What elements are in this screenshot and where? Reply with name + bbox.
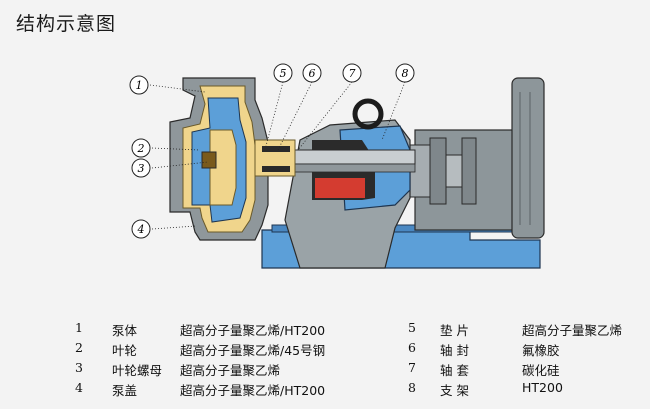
callout-label-2: 2 — [137, 142, 145, 155]
legend-num-5: 5 — [408, 320, 416, 335]
legend-name-1: 泵体 — [112, 323, 138, 338]
callout-6: 6 — [277, 63, 322, 151]
legend-material-2: 超高分子量聚乙烯/45号钢 — [180, 343, 326, 358]
legend-material-5: 超高分子量聚乙烯 — [522, 323, 623, 338]
callout-label-8: 8 — [402, 67, 409, 80]
legend-num-4: 4 — [75, 380, 83, 395]
impeller — [209, 129, 237, 206]
callout-label-3: 3 — [138, 162, 145, 175]
legend-num-6: 6 — [408, 340, 416, 355]
callout-label-6: 6 — [309, 67, 316, 80]
legend-name-7: 轴 套 — [440, 363, 469, 378]
legend-name-2: 叶轮 — [112, 343, 138, 358]
legend-material-7: 碳化硅 — [522, 363, 560, 378]
legend-num-1: 1 — [75, 320, 83, 335]
legend-name-3: 叶轮螺母 — [112, 363, 163, 378]
callout-label-1: 1 — [136, 79, 143, 92]
legend-material-6: 氟橡胶 — [522, 343, 560, 358]
impeller-nut — [201, 151, 217, 169]
callout-label-7: 7 — [349, 67, 356, 80]
callout-4: 4 — [131, 219, 197, 239]
legend-material-1: 超高分子量聚乙烯/HT200 — [180, 323, 326, 338]
callout-label-4: 4 — [137, 223, 145, 236]
callout-2: 2 — [131, 138, 201, 158]
legend-num-7: 7 — [408, 360, 416, 375]
legend-name-8: 支 架 — [440, 383, 469, 398]
callout-3: 3 — [131, 158, 209, 178]
legend-num-3: 3 — [75, 360, 83, 375]
callout-7: 7 — [297, 63, 362, 151]
oil-red — [315, 178, 365, 198]
callout-8: 8 — [381, 63, 415, 141]
legend-name-4: 泵盖 — [112, 383, 138, 398]
callout-5: 5 — [265, 63, 293, 147]
diagram-title: 结构示意图 — [16, 13, 117, 35]
legend-name-5: 垫 片 — [440, 323, 469, 338]
legend-material-4: 超高分子量聚乙烯/HT200 — [180, 383, 326, 398]
legend-num-2: 2 — [75, 340, 83, 355]
legend-material-3: 超高分子量聚乙烯 — [180, 363, 281, 378]
callout-label-5: 5 — [280, 67, 287, 80]
legend-material-8: HT200 — [522, 380, 563, 395]
legend-num-8: 8 — [408, 380, 416, 395]
legend-name-6: 轴 封 — [440, 343, 469, 358]
callout-1: 1 — [129, 75, 206, 95]
lifting-ring — [352, 98, 384, 130]
